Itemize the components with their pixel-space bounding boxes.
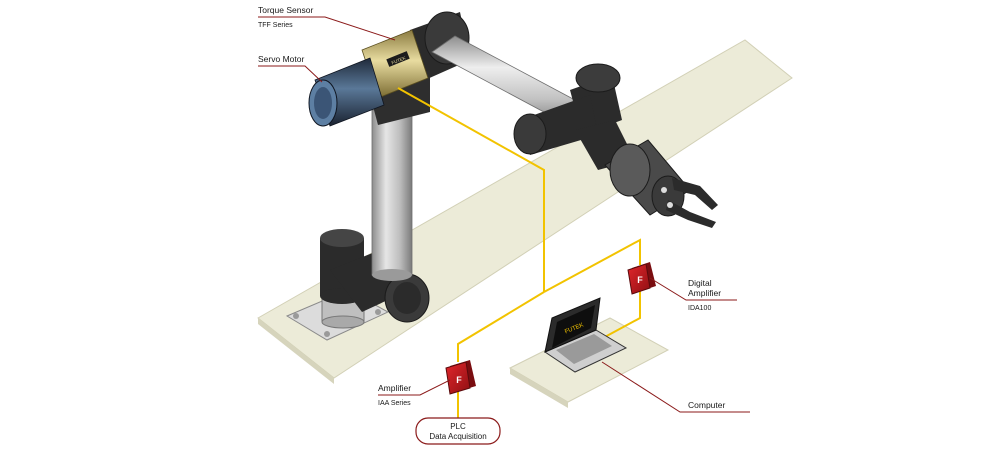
amplifier-series: IAA Series — [378, 400, 411, 407]
servo-motor-label: Servo Motor — [258, 54, 304, 64]
wrist-joint — [513, 63, 635, 170]
laptop: FUTEK — [543, 297, 628, 373]
digital-amplifier-model: IDA100 — [688, 305, 711, 312]
vertical-arm-tube — [371, 109, 413, 276]
servo-motor — [308, 57, 385, 127]
callout-amplifier: Amplifier IAA Series — [378, 379, 451, 407]
digital-amplifier-device: F — [627, 262, 656, 295]
torque-sensor-series: TFF Series — [258, 22, 293, 29]
cable-junction-to-digital-amplifier — [543, 238, 641, 293]
computer-label: Computer — [688, 400, 725, 410]
torque-sensor-label: Torque Sensor — [258, 5, 313, 15]
callout-computer: Computer — [601, 361, 750, 413]
plc-label-line1: PLC — [450, 422, 466, 431]
gripper — [604, 139, 718, 228]
torque-sensor: FUTEK — [361, 29, 429, 99]
computer-platform-edge — [510, 368, 568, 408]
callout-torque-sensor: Torque Sensor TFF Series — [258, 5, 396, 41]
plc-box: PLC Data Acquisition — [415, 417, 501, 445]
amplifier-label: Amplifier — [378, 383, 411, 393]
callout-digital-amplifier: Digital Amplifier IDA100 — [649, 277, 737, 312]
cable-junction-to-amplifier — [457, 291, 545, 362]
sensor-band-text: FUTEK — [391, 55, 407, 65]
robot-platform-edge — [258, 318, 334, 384]
digital-amplifier-logo: F — [637, 275, 643, 285]
amplifier-logo: F — [456, 375, 462, 385]
plc-label-line2: Data Acquisition — [429, 432, 486, 441]
callout-servo-motor: Servo Motor — [258, 54, 323, 83]
digital-amplifier-label-line2: Amplifier — [688, 288, 721, 298]
digital-amplifier-label-line1: Digital — [688, 278, 712, 288]
cable-sensor-to-junction — [397, 87, 545, 292]
amplifier-device: F — [445, 360, 476, 395]
